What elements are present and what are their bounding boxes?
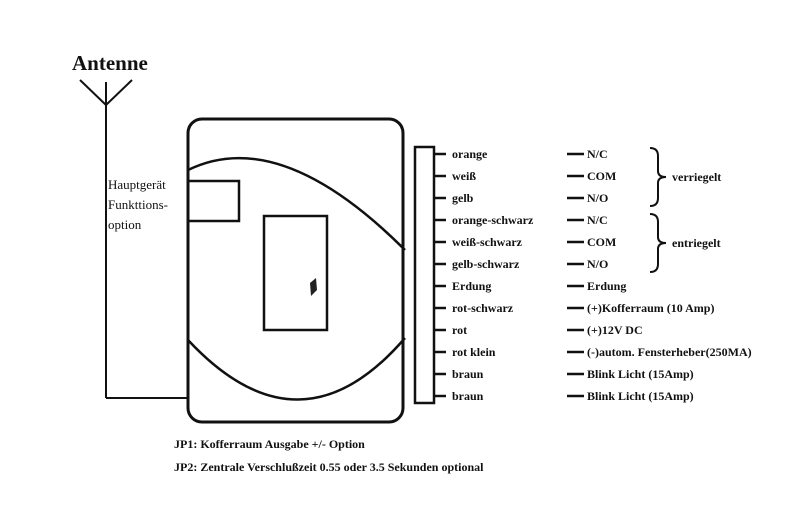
wire-signal-label: (-)autom. Fensterheber(250MA) — [587, 345, 752, 359]
wire-row: braun Blink Licht (15Amp) — [434, 389, 694, 403]
module-marker — [310, 278, 317, 296]
wire-color-label: Erdung — [452, 279, 491, 293]
main-unit-label-line-2: Funkttions- — [108, 197, 168, 212]
main-unit-lower-curve — [187, 337, 406, 401]
wire-row: Erdung Erdung — [434, 279, 626, 293]
wire-signal-label: N/O — [587, 257, 608, 271]
wire-row: rot-schwarz (+)Kofferraum (10 Amp) — [434, 301, 714, 315]
group-bracket — [649, 213, 667, 273]
wire-signal-label: N/O — [587, 191, 608, 205]
wire-signal-label: N/C — [587, 147, 608, 161]
wire-signal-label: Erdung — [587, 279, 626, 293]
jumper-note-jp2: JP2: Zentrale Verschlußzeit 0.55 oder 3.… — [174, 460, 484, 474]
wire-row: rot (+)12V DC — [434, 323, 643, 337]
wire-row: gelb-schwarz N/O — [434, 257, 608, 271]
function-option-box — [186, 179, 241, 223]
wire-color-label: weiß-schwarz — [452, 235, 523, 249]
group-label: verriegelt — [672, 170, 721, 184]
wire-color-label: gelb-schwarz — [452, 257, 520, 271]
wire-signal-label: (+)12V DC — [587, 323, 643, 337]
wire-row: orange-schwarz N/C — [434, 213, 608, 227]
group-label: entriegelt — [672, 236, 721, 250]
main-unit-module — [262, 214, 329, 332]
wire-color-label: weiß — [452, 169, 476, 183]
connector-strip — [413, 145, 436, 405]
wire-color-label: orange — [452, 147, 488, 161]
wire-row: weiß-schwarz COM — [434, 235, 616, 249]
antenna-label: Antenne — [72, 51, 148, 75]
wire-row: braun Blink Licht (15Amp) — [434, 367, 694, 381]
wire-signal-label: N/C — [587, 213, 608, 227]
wire-signal-label: Blink Licht (15Amp) — [587, 389, 694, 403]
wire-color-label: gelb — [452, 191, 474, 205]
wire-color-label: rot — [452, 323, 467, 337]
wire-signal-label: Blink Licht (15Amp) — [587, 367, 694, 381]
main-unit-label-line-3: option — [108, 217, 142, 232]
main-unit-label-line-1: Hauptgerät — [108, 177, 166, 192]
wire-color-label: braun — [452, 389, 484, 403]
group-bracket — [649, 147, 667, 207]
wire-color-label: orange-schwarz — [452, 213, 534, 227]
wire-signal-label: COM — [587, 235, 616, 249]
main-unit-housing — [186, 117, 405, 424]
wire-row: orange N/C — [434, 147, 608, 161]
wire-signal-label: (+)Kofferraum (10 Amp) — [587, 301, 714, 315]
wire-color-label: rot-schwarz — [452, 301, 514, 315]
wire-row: rot klein (-)autom. Fensterheber(250MA) — [434, 345, 752, 359]
antenna-icon — [79, 79, 133, 398]
jumper-note-jp1: JP1: Kofferraum Ausgabe +/- Option — [174, 437, 365, 451]
main-unit-upper-curve — [187, 156, 406, 251]
wire-signal-label: COM — [587, 169, 616, 183]
wire-row: weiß COM — [434, 169, 616, 183]
wire-color-label: braun — [452, 367, 484, 381]
wire-color-label: rot klein — [452, 345, 496, 359]
wire-row: gelb N/O — [434, 191, 608, 205]
